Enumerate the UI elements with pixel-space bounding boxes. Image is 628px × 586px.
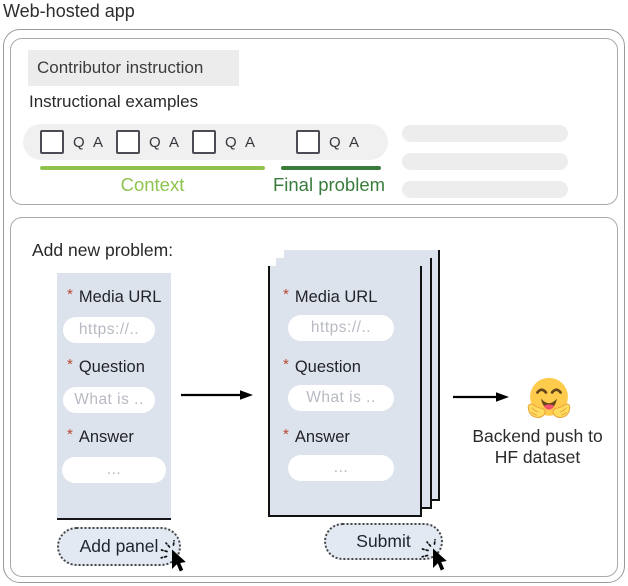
- question-input[interactable]: What is ..: [288, 385, 394, 411]
- input-placeholder: What is ..: [306, 389, 376, 406]
- input-placeholder: https://..: [310, 319, 372, 336]
- media-url-input[interactable]: https://..: [63, 317, 155, 343]
- add-panel-button[interactable]: Add panel: [57, 527, 181, 566]
- submit-button[interactable]: Submit: [324, 523, 443, 560]
- form-panel-stack-front: *Media URL https://.. *Question What is …: [268, 266, 422, 517]
- field-label-media-url: *Media URL: [67, 286, 162, 306]
- field-label-answer: *Answer: [67, 426, 134, 446]
- add-problem-heading: Add new problem:: [32, 240, 174, 260]
- backend-note-line1: Backend push to: [472, 426, 603, 446]
- instructional-examples-label: Instructional examples: [29, 92, 199, 111]
- qa-label: Q A: [329, 134, 362, 151]
- click-cursor-icon: [421, 539, 447, 571]
- answer-input[interactable]: ...: [62, 457, 166, 483]
- input-placeholder: ...: [333, 459, 349, 476]
- input-placeholder: https://..: [78, 321, 140, 338]
- placeholder-bar: [402, 125, 568, 142]
- qa-example-1: Q A: [40, 124, 106, 160]
- required-asterisk: *: [67, 426, 73, 443]
- context-underline: [40, 166, 265, 170]
- click-cursor-icon: [160, 540, 186, 572]
- final-problem-label: Final problem: [272, 174, 386, 195]
- qa-checkbox[interactable]: [40, 130, 64, 154]
- arrow-right-icon: [181, 390, 253, 400]
- placeholder-bar: [402, 181, 568, 198]
- qa-checkbox[interactable]: [296, 130, 320, 154]
- qa-label: Q A: [225, 134, 258, 151]
- submit-button-label: Submit: [356, 531, 411, 551]
- hugging-face-emoji: [527, 377, 571, 419]
- qa-example-2: Q A: [116, 124, 182, 160]
- required-asterisk: *: [283, 356, 289, 373]
- qa-example-final: Q A: [296, 124, 362, 160]
- arrow-right-icon: [453, 392, 509, 402]
- input-placeholder: ...: [106, 461, 122, 478]
- placeholder-bar: [402, 153, 568, 170]
- qa-example-3: Q A: [192, 124, 258, 160]
- form-panel-single: *Media URL https://.. *Question What is …: [57, 273, 171, 520]
- examples-strip: Q A Q A Q A Q A: [23, 124, 388, 160]
- field-label-answer: *Answer: [283, 426, 350, 446]
- field-label-question: *Question: [67, 356, 145, 376]
- answer-input[interactable]: ...: [288, 455, 394, 481]
- field-label-question: *Question: [283, 356, 361, 376]
- context-label: Context: [120, 174, 185, 195]
- contributor-instruction-box: Contributor instruction: [28, 50, 239, 86]
- media-url-input[interactable]: https://..: [288, 315, 394, 341]
- backend-note-line2: HF dataset: [494, 447, 581, 467]
- add-panel-button-label: Add panel: [79, 536, 159, 556]
- contributor-instruction-label: Contributor instruction: [37, 58, 204, 77]
- required-asterisk: *: [67, 356, 73, 373]
- required-asterisk: *: [283, 286, 289, 303]
- required-asterisk: *: [67, 286, 73, 303]
- figure-title: Web-hosted app: [3, 1, 135, 21]
- required-asterisk: *: [283, 426, 289, 443]
- question-input[interactable]: What is ..: [63, 387, 155, 413]
- final-problem-underline: [281, 166, 381, 170]
- field-label-media-url: *Media URL: [283, 286, 378, 306]
- qa-label: Q A: [73, 134, 106, 151]
- qa-label: Q A: [149, 134, 182, 151]
- qa-checkbox[interactable]: [116, 130, 140, 154]
- backend-note: Backend push to HF dataset: [455, 426, 620, 468]
- input-placeholder: What is ..: [74, 391, 144, 408]
- qa-checkbox[interactable]: [192, 130, 216, 154]
